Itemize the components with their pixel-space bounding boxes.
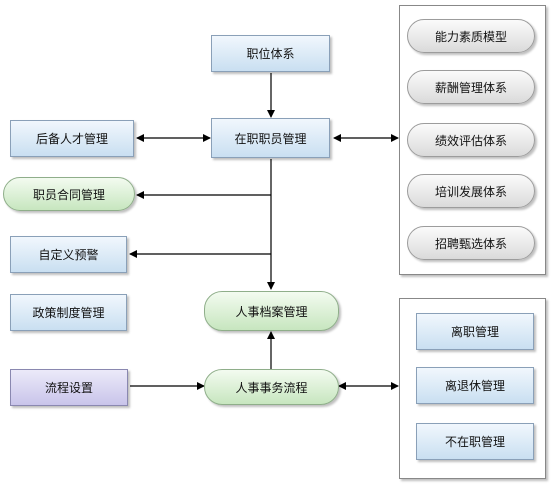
training-system-node: 培训发展体系 bbox=[407, 174, 535, 208]
compensation-system-node: 薪酬管理体系 bbox=[407, 70, 535, 104]
recruitment-system-node: 招聘甄选体系 bbox=[407, 226, 535, 260]
competency-group: 能力素质模型 薪酬管理体系 绩效评估体系 培训发展体系 招聘甄选体系 bbox=[399, 5, 546, 275]
resignation-management-node: 离职管理 bbox=[416, 313, 534, 350]
competency-model-node: 能力素质模型 bbox=[407, 19, 535, 53]
inactive-management-node: 不在职管理 bbox=[416, 423, 534, 460]
custom-alert-node: 自定义预警 bbox=[10, 236, 127, 273]
policy-management-node: 政策制度管理 bbox=[10, 294, 127, 331]
employee-management-node: 在职职员管理 bbox=[211, 118, 330, 158]
workflow-settings-node: 流程设置 bbox=[10, 369, 128, 406]
position-system-node: 职位体系 bbox=[211, 35, 330, 72]
hr-workflow-node: 人事事务流程 bbox=[204, 369, 339, 405]
separation-group: 离职管理 离退休管理 不在职管理 bbox=[399, 298, 546, 479]
retirement-management-node: 离退休管理 bbox=[416, 367, 534, 404]
employee-contract-node: 职员合同管理 bbox=[3, 177, 135, 211]
hr-archives-node: 人事档案管理 bbox=[204, 291, 339, 331]
reserve-talent-node: 后备人才管理 bbox=[10, 120, 134, 157]
performance-system-node: 绩效评估体系 bbox=[407, 123, 535, 157]
